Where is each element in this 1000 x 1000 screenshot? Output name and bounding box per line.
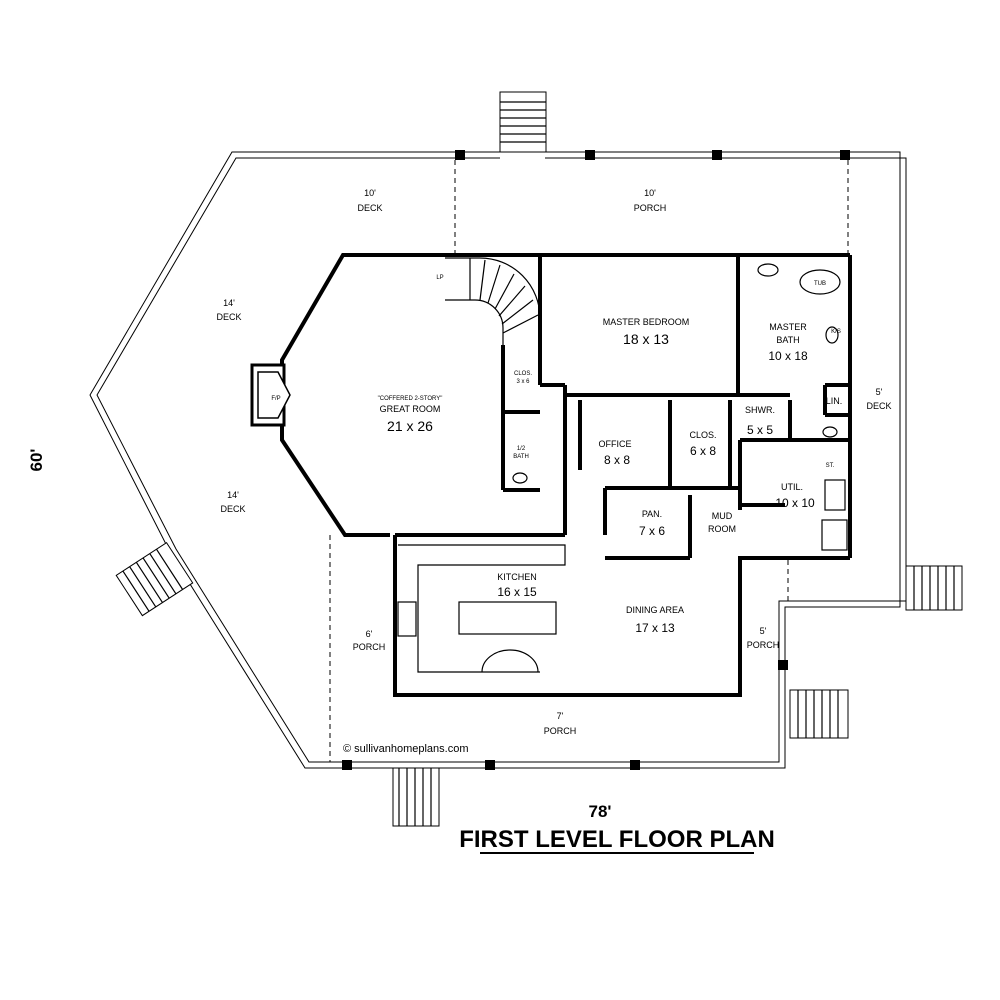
- mud-room-name-1: MUD: [712, 511, 733, 521]
- dimension-width: 78': [589, 802, 612, 821]
- shower-size: 5 x 5: [747, 423, 773, 437]
- utility-name: UTIL.: [781, 482, 803, 492]
- porch-left-size: 6': [366, 629, 373, 639]
- stairs-bottom: [392, 767, 440, 827]
- deck-top-name: DECK: [357, 203, 382, 213]
- bath-fixtures: [512, 263, 848, 551]
- master-bedroom-size: 18 x 13: [623, 331, 669, 347]
- utility-size: 10 x 10: [775, 496, 815, 510]
- curved-staircase: [445, 257, 541, 345]
- deck-right-size: 5': [876, 387, 883, 397]
- closet-name: CLOS.: [689, 430, 716, 440]
- great-room-name: GREAT ROOM: [380, 404, 441, 414]
- deck-left-lower-size: 14': [227, 490, 239, 500]
- plan-title: FIRST LEVEL FLOOR PLAN: [459, 826, 775, 853]
- dimension-depth: 60': [27, 449, 46, 472]
- master-bath-size: 10 x 18: [768, 349, 808, 363]
- office-name: OFFICE: [599, 439, 632, 449]
- pantry-name: PAN.: [642, 509, 662, 519]
- porch-boundaries: [329, 160, 849, 762]
- landing-label: LP: [436, 275, 443, 281]
- stairs-top: [499, 91, 547, 153]
- closet-small-size: 3 x 6: [516, 379, 530, 385]
- half-bath-name-2: BATH: [513, 454, 529, 460]
- deck-left-lower-name: DECK: [220, 504, 245, 514]
- porch-right-size: 5': [760, 626, 767, 636]
- master-bath-name-2: BATH: [776, 335, 799, 345]
- kitchen-name: KITCHEN: [497, 572, 537, 582]
- kitchen-fixtures: [397, 544, 566, 673]
- copyright-notice: © sullivanhomeplans.com: [343, 743, 469, 755]
- stairs-right-lower: [789, 689, 849, 739]
- fireplace-label: F/P: [271, 396, 280, 402]
- vanity-label: K/S: [831, 329, 841, 335]
- half-bath-name: 1/2: [517, 446, 526, 452]
- porch-left-name: PORCH: [353, 642, 386, 652]
- kitchen-size: 16 x 15: [497, 585, 537, 599]
- master-bath-name-1: MASTER: [769, 322, 807, 332]
- porch-bottom-size: 7': [557, 711, 564, 721]
- closet-small-name: CLOS.: [514, 371, 532, 377]
- interior-walls: [501, 255, 850, 560]
- porch-top-name: PORCH: [634, 203, 667, 213]
- office-size: 8 x 8: [604, 453, 630, 467]
- storage-label: ST.: [826, 463, 835, 469]
- fireplace: [250, 363, 291, 427]
- dining-name: DINING AREA: [626, 605, 684, 615]
- dining-size: 17 x 13: [635, 621, 675, 635]
- porch-top-size: 10': [644, 188, 656, 198]
- deck-railing: [89, 151, 907, 769]
- closet-size: 6 x 8: [690, 444, 716, 458]
- master-bedroom-name: MASTER BEDROOM: [603, 317, 690, 327]
- great-room-note: "COFFERED 2-STORY": [378, 396, 443, 402]
- deck-right-name: DECK: [866, 401, 891, 411]
- porch-bottom-name: PORCH: [544, 726, 577, 736]
- mud-room-name-2: ROOM: [708, 524, 736, 534]
- shower-name: SHWR.: [745, 405, 775, 415]
- linen-label: LIN.: [826, 396, 843, 406]
- pantry-size: 7 x 6: [639, 524, 665, 538]
- tub-label: TUB: [814, 281, 826, 287]
- room-labels: 10' DECK 10' PORCH 14' DECK 14' DECK "CO…: [216, 188, 891, 736]
- stairs-right-upper: [905, 565, 963, 611]
- deck-top-size: 10': [364, 188, 376, 198]
- deck-left-upper-size: 14': [223, 298, 235, 308]
- stairs-left: [115, 542, 194, 617]
- deck-left-upper-name: DECK: [216, 312, 241, 322]
- railing-posts: [342, 150, 850, 770]
- porch-right-name: PORCH: [747, 640, 780, 650]
- great-room-size: 21 x 26: [387, 418, 433, 434]
